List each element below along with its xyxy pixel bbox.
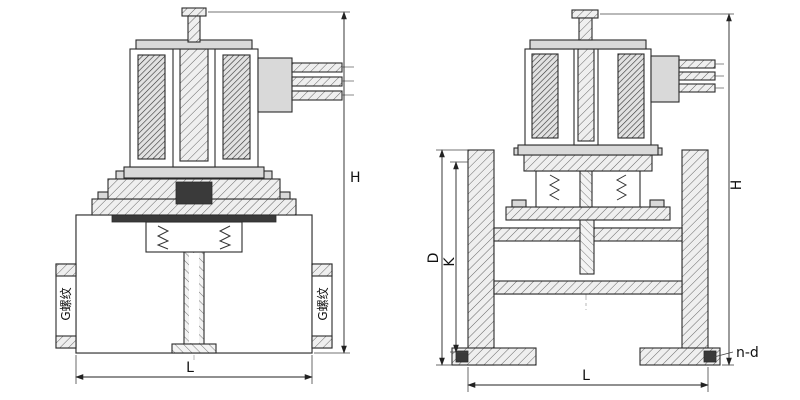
end-flanges xyxy=(451,149,721,366)
bolt-hole-left xyxy=(455,350,469,363)
left-valve-threaded: G螺纹 G螺纹 xyxy=(55,7,354,360)
top-stem xyxy=(181,7,207,43)
body-top-plate xyxy=(505,199,671,221)
flange-foot-left xyxy=(451,347,537,366)
threaded-port-right: G螺纹 xyxy=(311,263,333,349)
port-thread-label-right: G螺纹 xyxy=(316,287,330,320)
threaded-port-left: G螺纹 xyxy=(55,263,77,349)
bolt-hole-right xyxy=(703,350,717,363)
dim-label-left-L: L xyxy=(186,360,194,376)
dim-label-right-H: H xyxy=(729,180,745,191)
dimension-right-K: K xyxy=(442,161,468,353)
dim-label-left-H: H xyxy=(350,170,361,186)
callout-bolt-holes: n-d xyxy=(713,345,759,361)
flange-foot-right xyxy=(639,347,721,366)
dimension-right-H: H xyxy=(600,13,745,366)
dim-label-right-K: K xyxy=(442,257,458,267)
valve-stem xyxy=(579,211,595,275)
dimension-left-L: L xyxy=(75,355,313,384)
electrical-connector xyxy=(257,57,354,113)
top-stem xyxy=(571,9,599,41)
electrical-connector xyxy=(650,55,724,103)
dimension-left-H: H xyxy=(208,11,361,354)
port-thread-label-left: G螺纹 xyxy=(59,287,73,320)
diaphragm-and-spring xyxy=(111,214,277,253)
diaphragm-and-spring xyxy=(535,170,641,208)
dim-label-right-L: L xyxy=(582,368,590,384)
solenoid-coil xyxy=(517,39,659,156)
right-valve-flanged xyxy=(451,9,724,366)
solenoid-coil xyxy=(123,39,265,179)
dimension-right-L: L xyxy=(467,367,709,392)
dim-label-right-D: D xyxy=(426,253,442,264)
dimension-right-D: D xyxy=(426,149,468,366)
dim-label-n-d: n-d xyxy=(736,345,759,361)
bonnet-flange xyxy=(107,170,281,205)
valve-stem xyxy=(171,247,217,354)
dimension-annotations: L H L H D xyxy=(75,11,759,392)
